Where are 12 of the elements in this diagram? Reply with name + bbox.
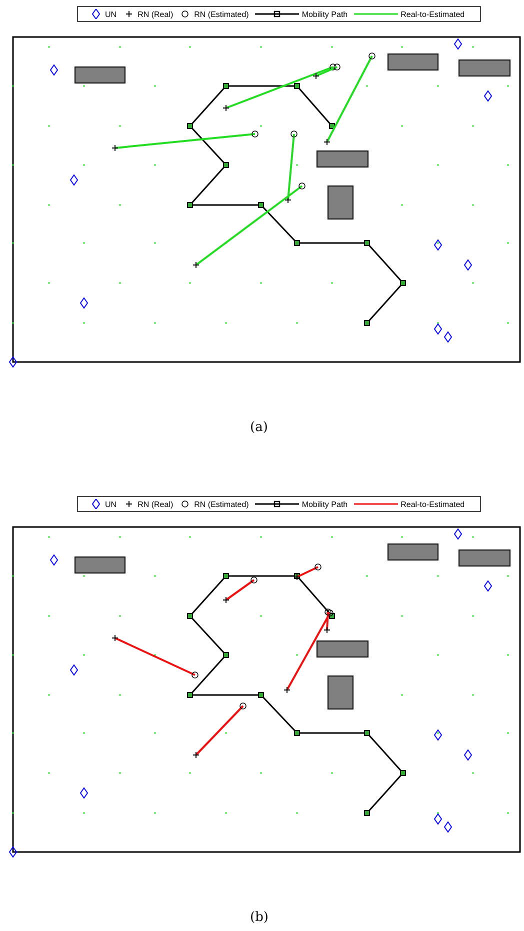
legend-text: RN (Estimated) — [194, 10, 249, 18]
legend-text: Real-to-Estimated — [400, 10, 465, 18]
legend-text: RN (Real) — [138, 500, 174, 508]
legend-text: UN — [105, 10, 117, 18]
legend-text: Real-to-Estimated — [400, 500, 465, 508]
legend-text: Mobility Path — [302, 10, 348, 18]
legend-text: RN (Estimated) — [194, 500, 249, 508]
legend-text: RN (Real) — [138, 10, 174, 18]
legend-text: Mobility Path — [302, 500, 348, 508]
legend-text: UN — [105, 500, 117, 508]
subfigure-caption: (b) — [250, 910, 268, 925]
subfigure-caption: (a) — [250, 420, 268, 435]
